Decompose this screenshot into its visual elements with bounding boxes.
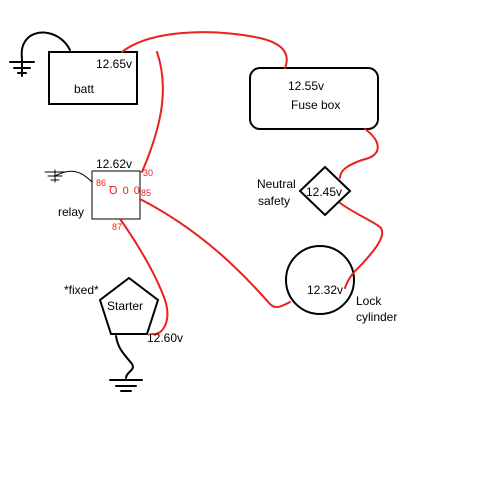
lock-cylinder-voltage: 12.32v [307, 283, 344, 297]
battery-ground-icon [9, 31, 71, 77]
fuse-box-outline [249, 67, 379, 130]
battery-box [48, 51, 138, 105]
relay-voltage: 12.62v [96, 157, 133, 171]
relay-pin-87: 87 [112, 222, 123, 232]
wire-battery-to-fusebox [121, 31, 288, 69]
neutral-safety-voltage: 12.45v [306, 185, 343, 199]
neutral-safety-label-line1: Neutral [257, 177, 296, 191]
battery-label: batt [74, 82, 95, 96]
relay-box [91, 170, 141, 220]
wire-fusebox-to-neutral-safety [339, 128, 379, 179]
wire-battery-to-relay-30 [141, 51, 164, 173]
fuse-box-label: Fuse box [291, 98, 341, 112]
starter-pentagon [98, 276, 160, 335]
wire-relay-87-to-starter [119, 218, 169, 336]
relay-ground-icon [44, 169, 93, 183]
fuse-box-voltage: 12.55v [288, 79, 325, 93]
relay-coil-symbol: Ꝺ 0 0 [109, 185, 141, 197]
wire-neutral-safety-to-lock-cylinder [339, 202, 384, 289]
relay-pin-30: 30 [143, 168, 154, 178]
lock-cylinder-label-line2: cylinder [356, 310, 398, 324]
wire-lock-cylinder-to-relay-85 [139, 198, 291, 309]
starter-voltage: 12.60v [147, 331, 184, 345]
neutral-safety-label-line2: safety [258, 194, 291, 208]
relay-pin-86: 86 [96, 178, 107, 188]
starter-ground-icon [109, 335, 143, 392]
lock-cylinder-circle [285, 245, 355, 315]
lock-cylinder-label-line1: Lock [356, 294, 382, 308]
relay-label: relay [58, 205, 85, 219]
battery-voltage: 12.65v [96, 57, 133, 71]
relay-pin-85: 85 [141, 188, 152, 198]
starter-label: Starter [107, 299, 144, 313]
neutral-safety-diamond [298, 165, 352, 217]
starter-note: *fixed* [64, 283, 99, 297]
